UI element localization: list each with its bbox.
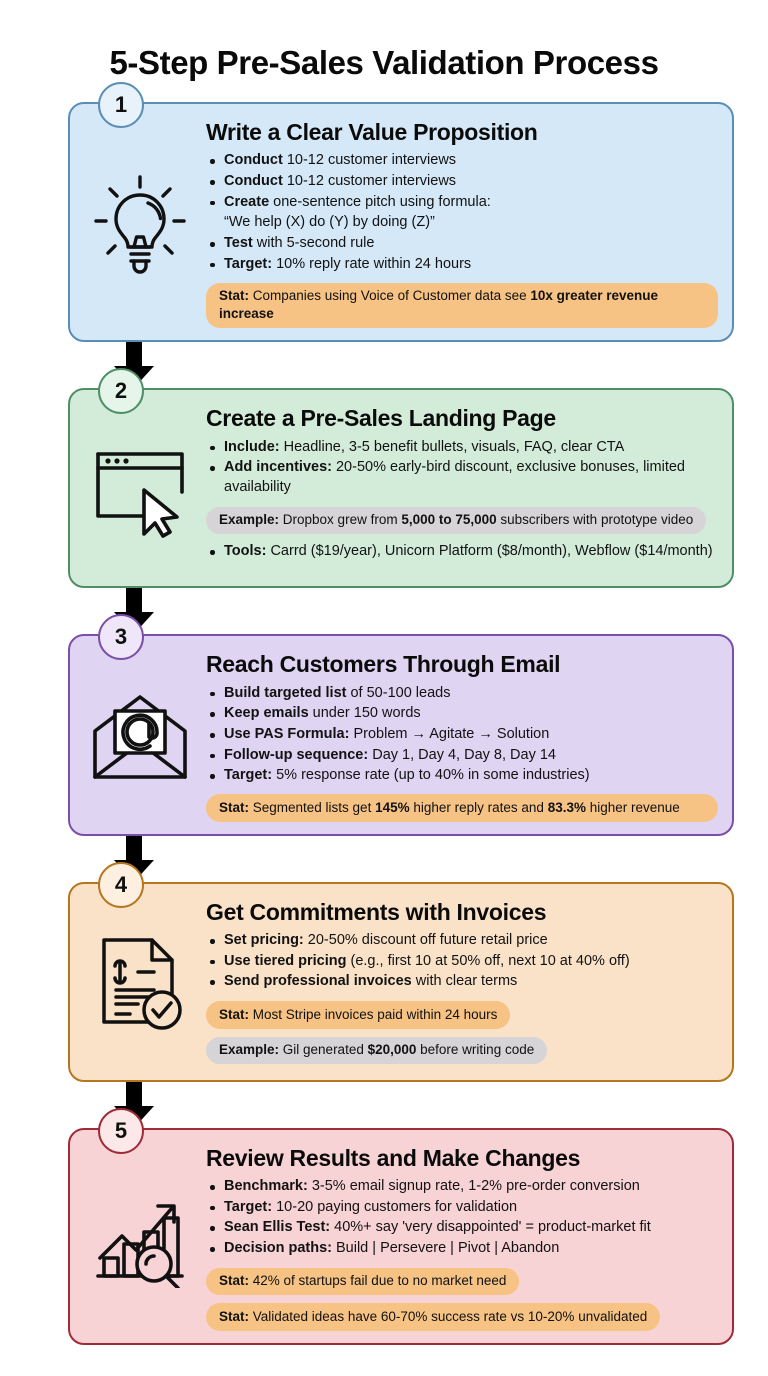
step-1-panel: 1 — [68, 82, 734, 343]
browser-window-cursor-icon — [76, 436, 204, 539]
step-2-body: Create a Pre-Sales Landing Page Include:… — [204, 400, 720, 563]
step-1-bullets: Conduct 10-12 customer interviews Conduc… — [206, 151, 718, 274]
step-3-stat-badge: Stat: Segmented lists get 145% higher re… — [206, 794, 718, 822]
bar-chart-growth-magnifier-icon — [76, 1182, 204, 1289]
list-item: Build targeted list of 50-100 leads — [206, 684, 718, 704]
list-item: Set pricing: 20-50% discount off future … — [206, 931, 718, 951]
list-item: Conduct 10-12 customer interviews — [206, 172, 718, 192]
list-item: Benchmark: 3-5% email signup rate, 1-2% … — [206, 1177, 718, 1197]
step-5-stat-badge-2: Stat: Validated ideas have 60-70% succes… — [206, 1303, 661, 1332]
step-1-body: Write a Clear Value Proposition Conduct … — [204, 114, 720, 329]
list-item: Target: 5% response rate (up to 40% in s… — [206, 766, 718, 786]
step-4-body: Get Commitments with Invoices Set pricin… — [204, 894, 720, 1065]
list-item: Use PAS Formula: Problem → Agitate → Sol… — [206, 725, 718, 745]
list-item: Sean Ellis Test: 40%+ say 'very disappoi… — [206, 1218, 718, 1238]
step-1-stat-badge: Stat: Companies using Voice of Customer … — [206, 282, 718, 329]
step-5-bullets: Benchmark: 3-5% email signup rate, 1-2% … — [206, 1177, 718, 1259]
step-5-title: Review Results and Make Changes — [206, 1144, 581, 1171]
list-item: Tools: Carrd ($19/year), Unicorn Platfor… — [206, 542, 718, 562]
list-item: Decision paths: Build | Persevere | Pivo… — [206, 1239, 718, 1259]
list-item: Target: 10-20 paying customers for valid… — [206, 1198, 718, 1218]
step-4-example-badge: Example: Gil generated $20,000 before wr… — [206, 1036, 548, 1065]
list-item: Test with 5-second rule — [206, 234, 718, 254]
step-2-title: Create a Pre-Sales Landing Page — [206, 405, 556, 432]
email-envelope-at-icon — [76, 683, 204, 785]
step-3-body: Reach Customers Through Email Build targ… — [204, 646, 720, 822]
step-2-bullets: Include: Headline, 3-5 benefit bullets, … — [206, 438, 718, 498]
list-item: Add incentives: 20-50% early-bird discou… — [206, 458, 718, 497]
list-item: Target: 10% reply rate within 24 hours — [206, 255, 718, 275]
step-4-panel: 4 Get Commi — [68, 861, 734, 1082]
step-3-number-badge: 3 — [98, 614, 144, 661]
step-2: 2 Create a Pre-Sales Landing Page — [0, 368, 768, 589]
step-2-panel: 2 Create a Pre-Sales Landing Page — [68, 368, 734, 589]
step-2-bullets-after: Tools: Carrd ($19/year), Unicorn Platfor… — [206, 542, 718, 562]
step-4-number-badge: 4 — [98, 861, 144, 908]
list-item: Follow-up sequence: Day 1, Day 4, Day 8,… — [206, 746, 718, 766]
list-item: Send professional invoices with clear te… — [206, 972, 718, 992]
step-3-bullets: Build targeted list of 50-100 leads Keep… — [206, 684, 718, 787]
step-3-panel: 3 Reach Customers Through Email Build ta… — [68, 614, 734, 836]
list-item-continuation: “We help (X) do (Y) by doing (Z)” — [224, 214, 435, 231]
process-flow: 1 — [0, 82, 768, 1346]
invoice-document-check-icon — [76, 926, 204, 1036]
list-item: Include: Headline, 3-5 benefit bullets, … — [206, 438, 718, 458]
step-3-title: Reach Customers Through Email — [206, 651, 561, 678]
step-5-number-badge: 5 — [98, 1107, 144, 1154]
step-4-stat-badge: Stat: Most Stripe invoices paid within 2… — [206, 1001, 511, 1029]
step-1-number-badge: 1 — [98, 82, 144, 128]
step-2-example-badge: Example: Dropbox grew from 5,000 to 75,0… — [206, 506, 707, 535]
page-title: 5-Step Pre-Sales Validation Process — [109, 44, 659, 81]
list-item: Use tiered pricing (e.g., first 10 at 50… — [206, 952, 718, 972]
step-5-body: Review Results and Make Changes Benchmar… — [204, 1140, 720, 1332]
list-item: Create one-sentence pitch using formula: — [206, 193, 718, 213]
step-5-panel: 5 Review Re — [68, 1107, 734, 1346]
step-4-bullets: Set pricing: 20-50% discount off future … — [206, 931, 718, 992]
list-item: Conduct 10-12 customer interviews — [206, 151, 718, 171]
list-item: Keep emails under 150 words — [206, 704, 718, 724]
lightbulb-icon — [76, 163, 204, 279]
step-4: 4 Get Commi — [0, 861, 768, 1082]
step-1: 1 — [0, 82, 768, 343]
step-1-title: Write a Clear Value Proposition — [206, 119, 538, 145]
step-5: 5 Review Re — [0, 1107, 768, 1346]
step-2-number-badge: 2 — [98, 368, 144, 415]
step-3: 3 Reach Customers Through Email Build ta… — [0, 614, 768, 836]
step-4-title: Get Commitments with Invoices — [206, 898, 547, 925]
step-5-stat-badge-1: Stat: 42% of startups fail due to no mar… — [206, 1267, 520, 1296]
